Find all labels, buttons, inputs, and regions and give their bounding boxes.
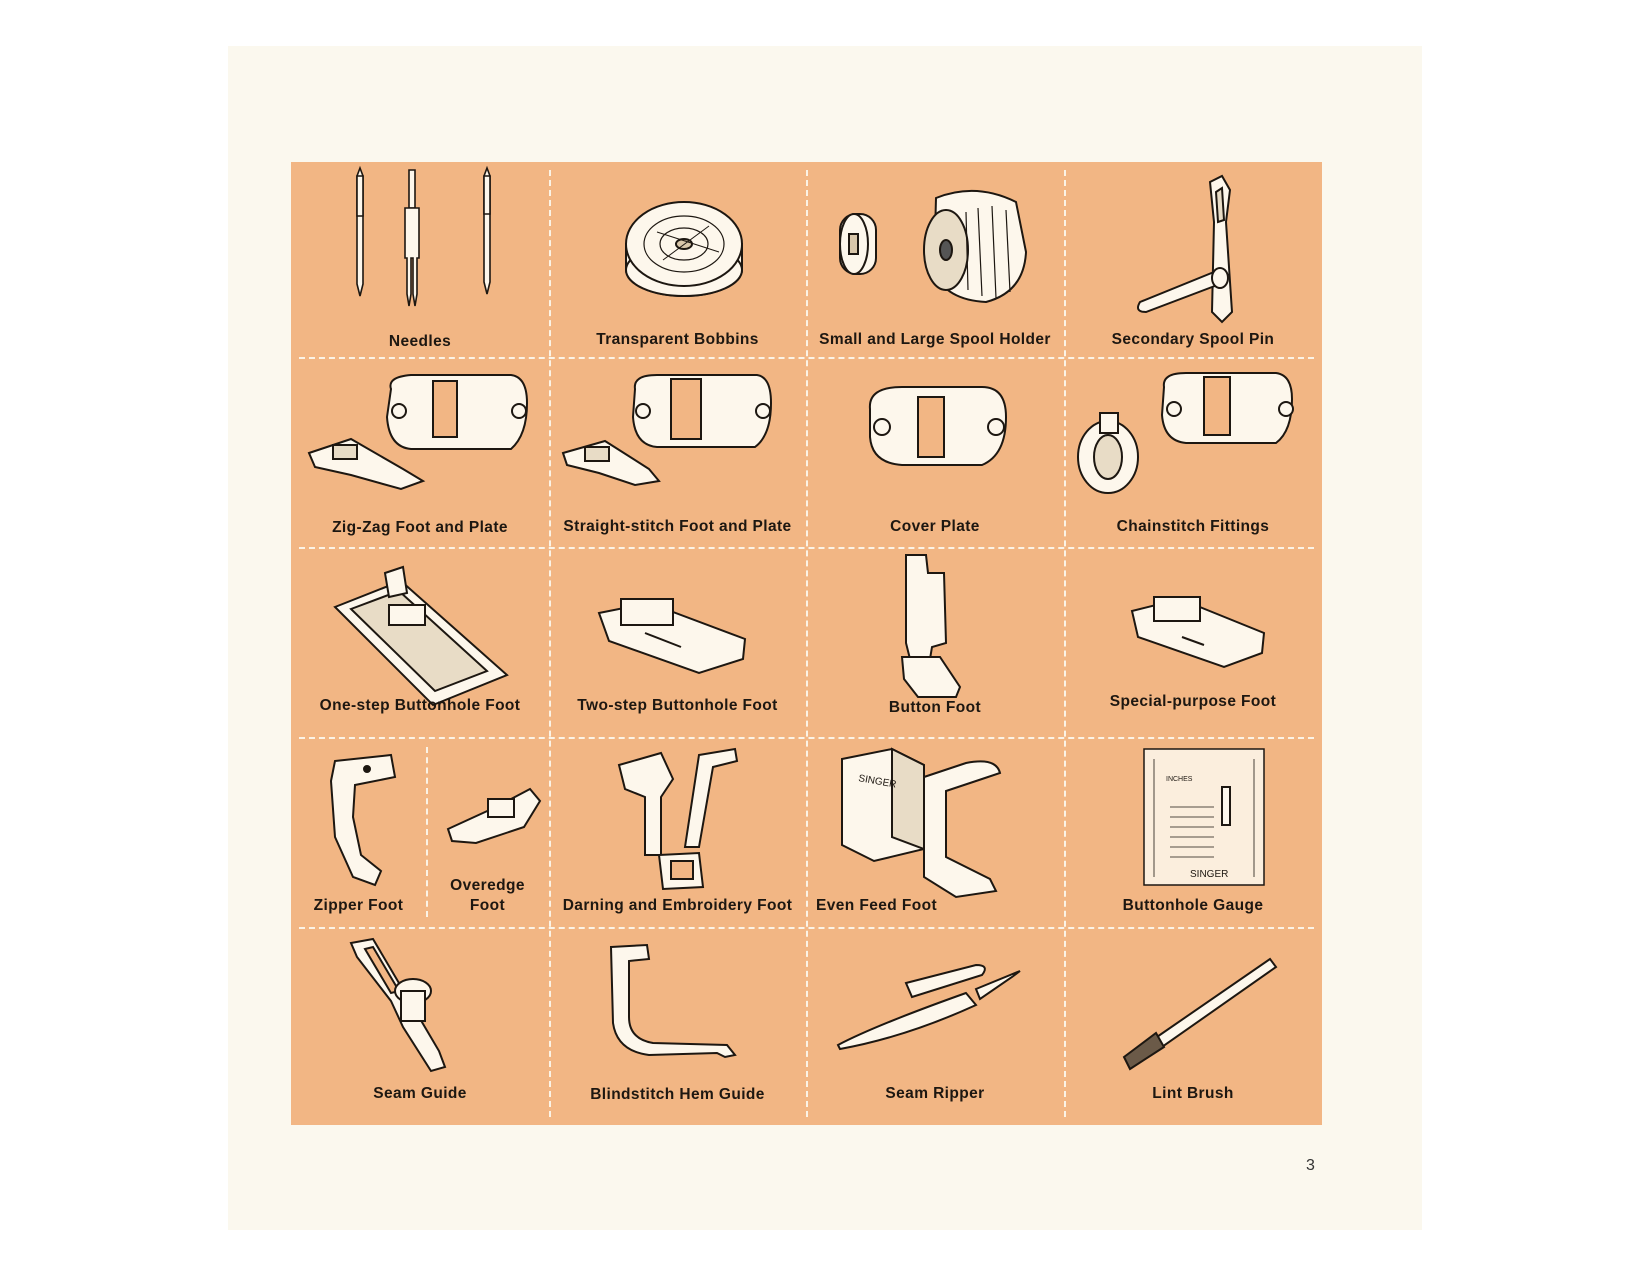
seam-guide-item: Seam Guide (291, 927, 549, 1125)
needles-icon (291, 162, 549, 357)
row-divider (299, 737, 1314, 739)
spool-pin-label: Secondary Spool Pin (1111, 331, 1275, 348)
cover-plate-icon (806, 357, 1064, 547)
seam-ripper-label: Seam Ripper (885, 1085, 985, 1102)
overedge-foot-item: Overedge Foot (426, 737, 549, 927)
straight-stitch-foot-plate-item: Straight-stitch Foot and Plate (549, 357, 806, 547)
spool-pin-icon (1064, 162, 1322, 357)
spool-holder-label: Small and Large Spool Holder (819, 331, 1051, 348)
overedge-foot-label-line2: Foot (469, 897, 506, 914)
darning-label: Darning and Embroidery Foot (562, 897, 793, 914)
cover-plate-label: Cover Plate (890, 518, 980, 535)
row-divider (299, 357, 1314, 359)
spool-holder-icon (806, 162, 1064, 357)
chainstitch-label: Chainstitch Fittings (1116, 518, 1270, 535)
column-divider (549, 170, 551, 1117)
lint-brush-label: Lint Brush (1152, 1085, 1234, 1102)
special-purpose-label: Special-purpose Foot (1109, 693, 1277, 710)
even-feed-foot-item: SINGER Even Feed Foot (806, 737, 1064, 927)
darning-embroidery-foot-item: Darning and Embroidery Foot (549, 737, 806, 927)
chainstitch-fittings-icon (1064, 357, 1322, 547)
spool-holder-item: Small and Large Spool Holder (806, 162, 1064, 357)
page-number: 3 (1306, 1157, 1315, 1174)
secondary-spool-pin-item: Secondary Spool Pin (1064, 162, 1322, 357)
zigzag-foot-plate-icon (291, 357, 549, 547)
chainstitch-fittings-item: Chainstitch Fittings (1064, 357, 1322, 547)
darning-foot-icon (549, 737, 806, 927)
lint-brush-icon (1064, 927, 1322, 1125)
blindstitch-label: Blindstitch Hem Guide (590, 1086, 765, 1103)
row-divider (299, 547, 1314, 549)
bobbins-label: Transparent Bobbins (596, 331, 759, 348)
button-foot-item: Button Foot (806, 547, 1064, 737)
accessories-panel: Needles Transparent Bobbins (291, 162, 1322, 1125)
two-step-buttonhole-foot-icon (549, 547, 806, 737)
one-step-label: One-step Buttonhole Foot (319, 697, 521, 714)
zipper-foot-icon (291, 737, 426, 927)
zipper-foot-label: Zipper Foot (313, 897, 404, 914)
one-step-buttonhole-foot-item: One-step Buttonhole Foot (291, 547, 549, 737)
lint-brush-item: Lint Brush (1064, 927, 1322, 1125)
transparent-bobbins-item: Transparent Bobbins (549, 162, 806, 357)
overedge-foot-label-line1: Overedge (450, 877, 525, 894)
special-purpose-foot-icon (1064, 547, 1322, 737)
seam-guide-label: Seam Guide (373, 1085, 467, 1102)
zigzag-label: Zig-Zag Foot and Plate (332, 519, 508, 536)
button-foot-label: Button Foot (888, 699, 982, 716)
two-step-label: Two-step Buttonhole Foot (577, 697, 778, 714)
seam-guide-icon (291, 927, 549, 1125)
even-feed-label: Even Feed Foot (816, 897, 938, 914)
overedge-foot-icon (426, 737, 549, 927)
buttonhole-gauge-icon: INCHES SINGER (1064, 737, 1322, 927)
button-foot-icon (806, 547, 1064, 737)
blindstitch-hem-guide-icon (549, 927, 806, 1125)
needles-label: Needles (388, 333, 452, 350)
zipper-foot-item: Zipper Foot (291, 737, 426, 927)
cell-divider (426, 747, 428, 917)
straight-stitch-label: Straight-stitch Foot and Plate (563, 518, 792, 535)
gauge-label: Buttonhole Gauge (1122, 897, 1264, 914)
blindstitch-hem-guide-item: Blindstitch Hem Guide (549, 927, 806, 1125)
gauge-units: INCHES (1166, 776, 1193, 783)
zig-zag-foot-plate-item: Zig-Zag Foot and Plate (291, 357, 549, 547)
gauge-brand: SINGER (1190, 869, 1228, 880)
buttonhole-gauge-item: INCHES SINGER Buttonhole Gauge (1064, 737, 1322, 927)
straight-stitch-foot-plate-icon (549, 357, 806, 547)
seam-ripper-item: Seam Ripper (806, 927, 1064, 1125)
bobbin-icon (549, 162, 806, 357)
even-feed-foot-icon: SINGER (806, 737, 1064, 927)
row-divider (299, 927, 1314, 929)
needles-item: Needles (291, 162, 549, 357)
cover-plate-item: Cover Plate (806, 357, 1064, 547)
column-divider (806, 170, 808, 1117)
seam-ripper-icon (806, 927, 1064, 1125)
column-divider (1064, 170, 1066, 1117)
one-step-buttonhole-foot-icon (291, 547, 549, 737)
two-step-buttonhole-foot-item: Two-step Buttonhole Foot (549, 547, 806, 737)
special-purpose-foot-item: Special-purpose Foot (1064, 547, 1322, 737)
